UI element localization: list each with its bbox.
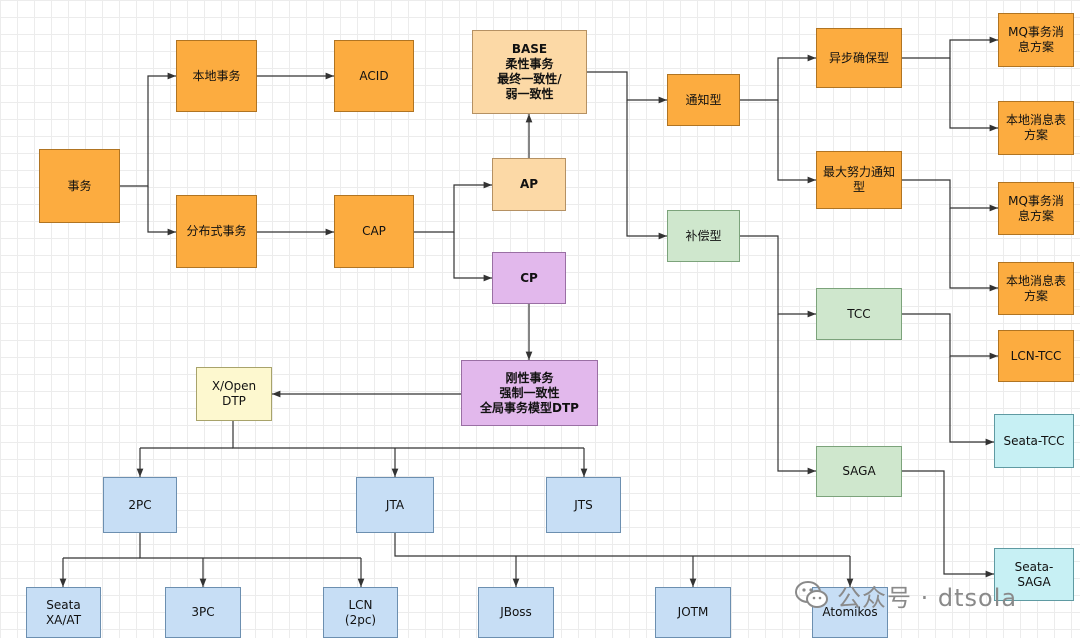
edge-base-buchang <box>626 100 667 240</box>
node-mq2[interactable]: MQ事务消 息方案 <box>998 182 1074 235</box>
watermark: 公众号 · dtsola <box>795 578 1017 612</box>
node-bdxx2[interactable]: 本地消息表 方案 <box>998 262 1074 315</box>
node-seata-xa[interactable]: Seata XA/AT <box>26 587 101 638</box>
edge-cap-ap <box>414 181 492 233</box>
edge-buchang-tcc <box>740 235 816 318</box>
edge-saga-seatasaga <box>902 470 994 578</box>
node-bendi-shiwu[interactable]: 本地事务 <box>176 40 257 112</box>
edge-base-tongzhi <box>587 71 667 104</box>
node-bdxx1[interactable]: 本地消息表 方案 <box>998 101 1074 155</box>
edge-tongzhi-yibu <box>740 54 816 101</box>
node-gangxing[interactable]: 刚性事务 强制一致性 全局事务模型DTP <box>461 360 598 426</box>
edge-tcc-seata <box>949 356 994 446</box>
node-ap[interactable]: AP <box>492 158 566 211</box>
node-seata-tcc[interactable]: Seata-TCC <box>994 414 1074 468</box>
edge-zuida-mq2 <box>902 179 998 212</box>
node-yibu[interactable]: 异步确保型 <box>816 28 902 88</box>
edge-yibu-bdxx1 <box>949 58 998 132</box>
node-lcn-tcc[interactable]: LCN-TCC <box>998 330 1074 382</box>
node-saga[interactable]: SAGA <box>816 446 902 497</box>
node-xopen[interactable]: X/Open DTP <box>196 367 272 421</box>
node-seata-saga[interactable]: Seata- SAGA <box>994 548 1074 601</box>
edge-tongzhi-zuida <box>777 100 816 184</box>
node-jotm[interactable]: JOTM <box>655 587 731 638</box>
node-fenbushi-shiwu[interactable]: 分布式事务 <box>176 195 257 268</box>
edge-buchang-saga <box>777 314 816 475</box>
node-shiwu[interactable]: 事务 <box>39 149 120 223</box>
node-lcn-2pc[interactable]: LCN (2pc) <box>323 587 398 638</box>
edge-zuida-bdxx2 <box>949 208 998 292</box>
wechat-icon <box>795 581 828 608</box>
node-buchang[interactable]: 补偿型 <box>667 210 740 262</box>
node-zuida[interactable]: 最大努力通知 型 <box>816 151 902 209</box>
edge-shiwu-fenbushi <box>147 186 176 236</box>
watermark-text: 公众号 · dtsola <box>837 583 1018 612</box>
node-3pc[interactable]: 3PC <box>165 587 241 638</box>
node-jts[interactable]: JTS <box>546 477 621 533</box>
node-mq1[interactable]: MQ事务消 息方案 <box>998 13 1074 67</box>
node-tcc[interactable]: TCC <box>816 288 902 340</box>
edge-shiwu-bendi <box>120 72 176 187</box>
node-2pc[interactable]: 2PC <box>103 477 177 533</box>
node-cp[interactable]: CP <box>492 252 566 304</box>
node-jboss[interactable]: JBoss <box>478 587 554 638</box>
node-tongzhi[interactable]: 通知型 <box>667 74 740 126</box>
edge-jta-bus <box>394 533 850 557</box>
node-base[interactable]: BASE 柔性事务 最终一致性/ 弱一致性 <box>472 30 587 114</box>
edge-yibu-mq1 <box>902 36 998 59</box>
edge-cap-cp <box>453 232 492 282</box>
node-jta[interactable]: JTA <box>356 477 434 533</box>
node-cap[interactable]: CAP <box>334 195 414 268</box>
edge-2pc-bus <box>139 533 361 559</box>
node-acid[interactable]: ACID <box>334 40 414 112</box>
edge-tcc-lcn <box>902 313 998 360</box>
